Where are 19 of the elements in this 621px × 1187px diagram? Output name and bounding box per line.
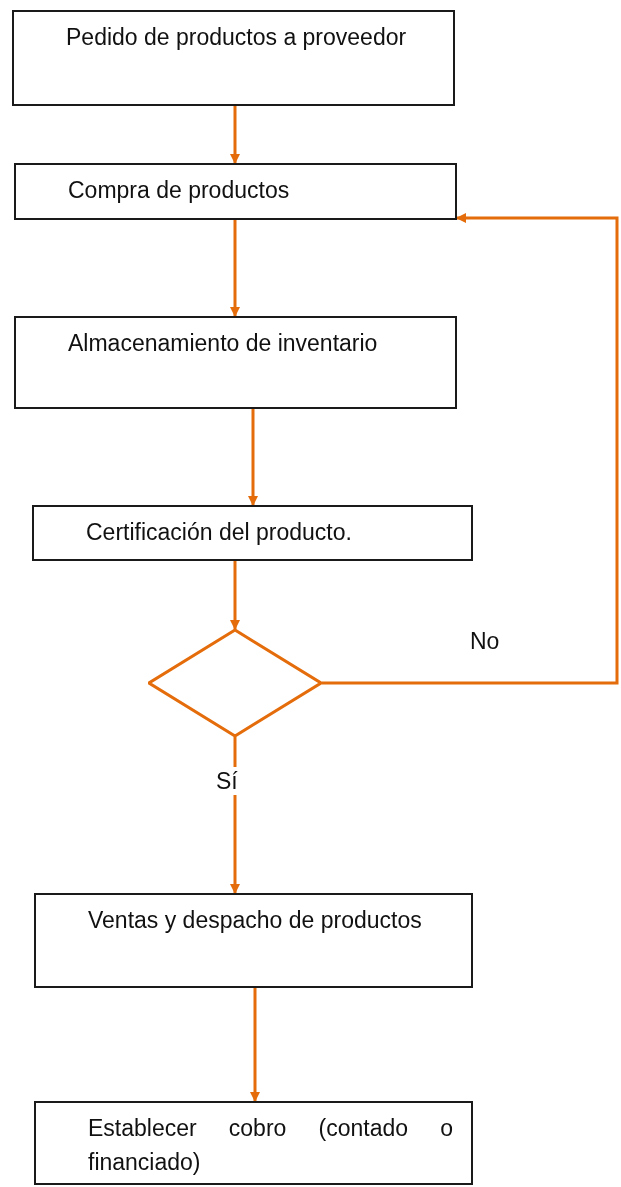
arrow	[230, 220, 240, 317]
arrow	[248, 409, 258, 506]
step-text: Almacenamiento de inventario	[68, 329, 379, 358]
process-box	[34, 893, 473, 988]
step-text: Certificación del producto.	[86, 518, 353, 547]
step-text: Establecer cobro (contado o financiado)	[88, 1114, 453, 1177]
process-box	[34, 1101, 473, 1185]
step-text: Pedido de productos a proveedor	[66, 23, 408, 52]
diamond-shape	[148, 629, 322, 737]
process-box	[14, 163, 457, 220]
process-box	[14, 316, 457, 409]
arrow	[250, 988, 260, 1102]
process-box	[12, 10, 455, 106]
step-text: Compra de productos	[68, 176, 291, 205]
arrow	[230, 561, 240, 630]
arrow	[230, 106, 240, 164]
arrow	[322, 213, 619, 685]
step-text: Ventas y despacho de productos	[88, 906, 423, 935]
process-box	[32, 505, 473, 561]
